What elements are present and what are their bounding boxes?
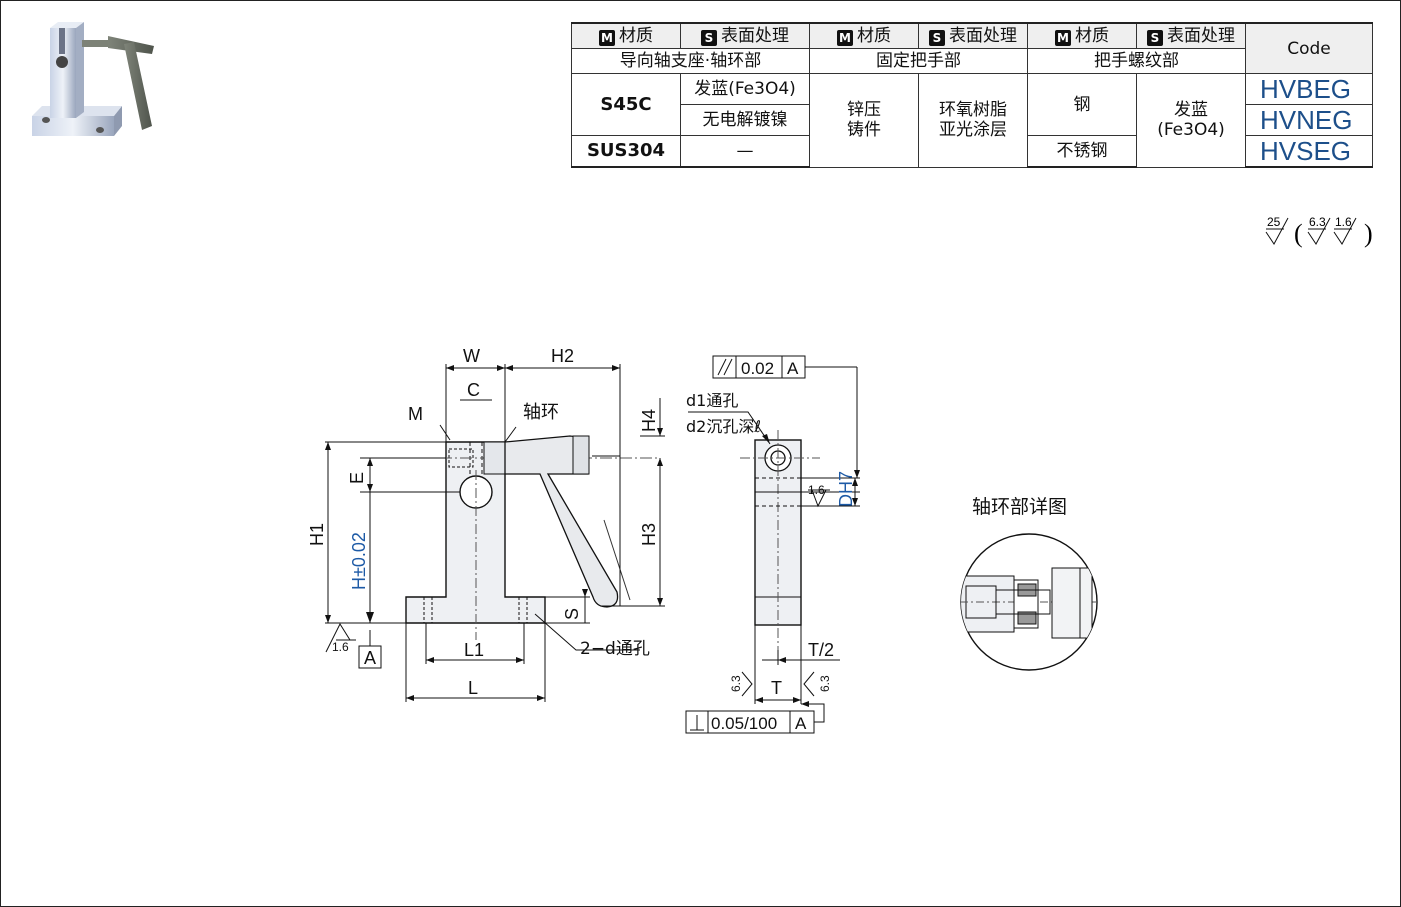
header-code: Code (1245, 22, 1373, 74)
code-hvseg[interactable]: HVSEG (1245, 135, 1373, 168)
code-hvneg[interactable]: HVNEG (1245, 104, 1373, 136)
roughness-symbol: 25 ( 6.3 1.6 ) (1265, 215, 1373, 248)
group-thread: 把手螺纹部 (1027, 48, 1246, 74)
surface-none: — (680, 135, 810, 168)
svg-text:): ) (1364, 219, 1373, 248)
material-sus304: SUS304 (571, 135, 681, 168)
code-hvbeg[interactable]: HVBEG (1245, 73, 1373, 105)
handle-surface: 环氧树脂亚光涂层 (918, 73, 1028, 168)
svg-text:25: 25 (1267, 215, 1281, 229)
surface-blackoxide: 发蓝(Fe3O4) (680, 73, 810, 105)
thread-material-sus: 不锈钢 (1027, 135, 1137, 168)
group-support: 导向轴支座·轴环部 (571, 48, 810, 74)
thread-surface: 发蓝(Fe3O4) (1136, 73, 1246, 168)
product-photo (32, 22, 154, 136)
surface-nickel: 无电解镀镍 (680, 104, 810, 136)
material-s45c: S45C (571, 73, 681, 136)
group-handle: 固定把手部 (809, 48, 1028, 74)
svg-text:1.6: 1.6 (1335, 215, 1352, 229)
thread-material: 钢 (1027, 73, 1137, 136)
handle-material: 锌压铸件 (809, 73, 919, 168)
svg-text:6.3: 6.3 (1309, 215, 1326, 229)
svg-text:(: ( (1294, 219, 1303, 248)
